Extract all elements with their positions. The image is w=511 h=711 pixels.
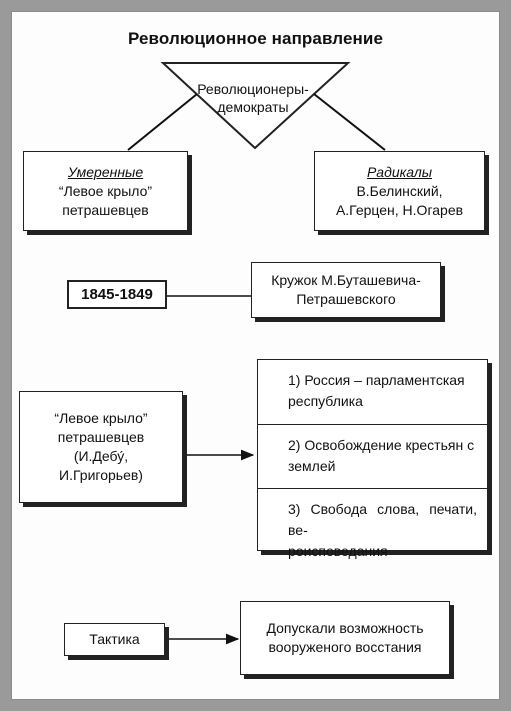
connector-left <box>127 93 198 151</box>
left-wing-line-2: петрашевцев <box>57 429 145 445</box>
tactics-line-1: Допускали возможность <box>266 620 424 636</box>
left-wing-box: “Левое крыло” петрашевцев (И.Дебу́, И.Гр… <box>19 391 183 503</box>
program-item: 2) Освобождение крестьян с землей <box>258 424 487 488</box>
tactics-box: Тактика <box>64 623 165 656</box>
tactics-line-2: вооруженого восстания <box>268 639 422 655</box>
diagram-title: Революционное направление <box>127 29 384 48</box>
left-wing-line-1: “Левое крыло” <box>54 410 148 426</box>
radicals-line-1: В.Белинский, <box>356 182 443 199</box>
program-item-line-1: 3) Свобода слова, печати, ве- <box>288 501 477 538</box>
triangle-line-1: Революционеры- <box>197 81 309 97</box>
tactics-description-box: Допускали возможность вооруженого восста… <box>240 601 450 675</box>
program-item-line-2: республика <box>288 393 363 409</box>
left-wing-line-4: И.Григорьев) <box>59 467 143 483</box>
program-item: 1) Россия – парламентская республика <box>258 360 487 424</box>
moderate-line-1: “Левое крыло” <box>58 182 153 199</box>
radicals-line-2: А.Герцен, Н.Огарев <box>335 201 464 218</box>
program-item-line-1: 2) Освобождение крестьян с <box>288 437 475 453</box>
program-item-line-1: 1) Россия – парламентская <box>288 372 465 388</box>
moderate-line-2: петрашевцев <box>62 201 149 218</box>
triangle-label: Революционеры- демократы <box>168 80 338 116</box>
radicals-heading: Радикалы <box>366 163 433 180</box>
radicals-box: Радикалы В.Белинский, А.Герцен, Н.Огарев <box>314 151 485 231</box>
connector-right <box>313 93 386 151</box>
triangle-line-2: демократы <box>217 99 289 115</box>
moderate-box: Умеренные “Левое крыло” петрашевцев <box>23 151 188 231</box>
program-item-line-2: землей <box>288 458 336 474</box>
moderate-heading: Умеренные <box>67 163 144 180</box>
triangle-shape <box>160 62 351 150</box>
circle-box: Кружок М.Буташевича- Петрашевского <box>251 262 441 318</box>
program-item: 3) Свобода слова, печати, ве- роисповеда… <box>258 488 487 559</box>
program-item-line-2: роисповедания <box>288 543 388 559</box>
program-list: 1) Россия – парламентская республика 2) … <box>257 359 488 559</box>
left-wing-line-3: (И.Дебу́, <box>73 448 129 464</box>
circle-line-2: Петрашевского <box>296 291 396 307</box>
years-box: 1845-1849 <box>67 280 167 309</box>
circle-line-1: Кружок М.Буташевича- <box>271 272 421 288</box>
